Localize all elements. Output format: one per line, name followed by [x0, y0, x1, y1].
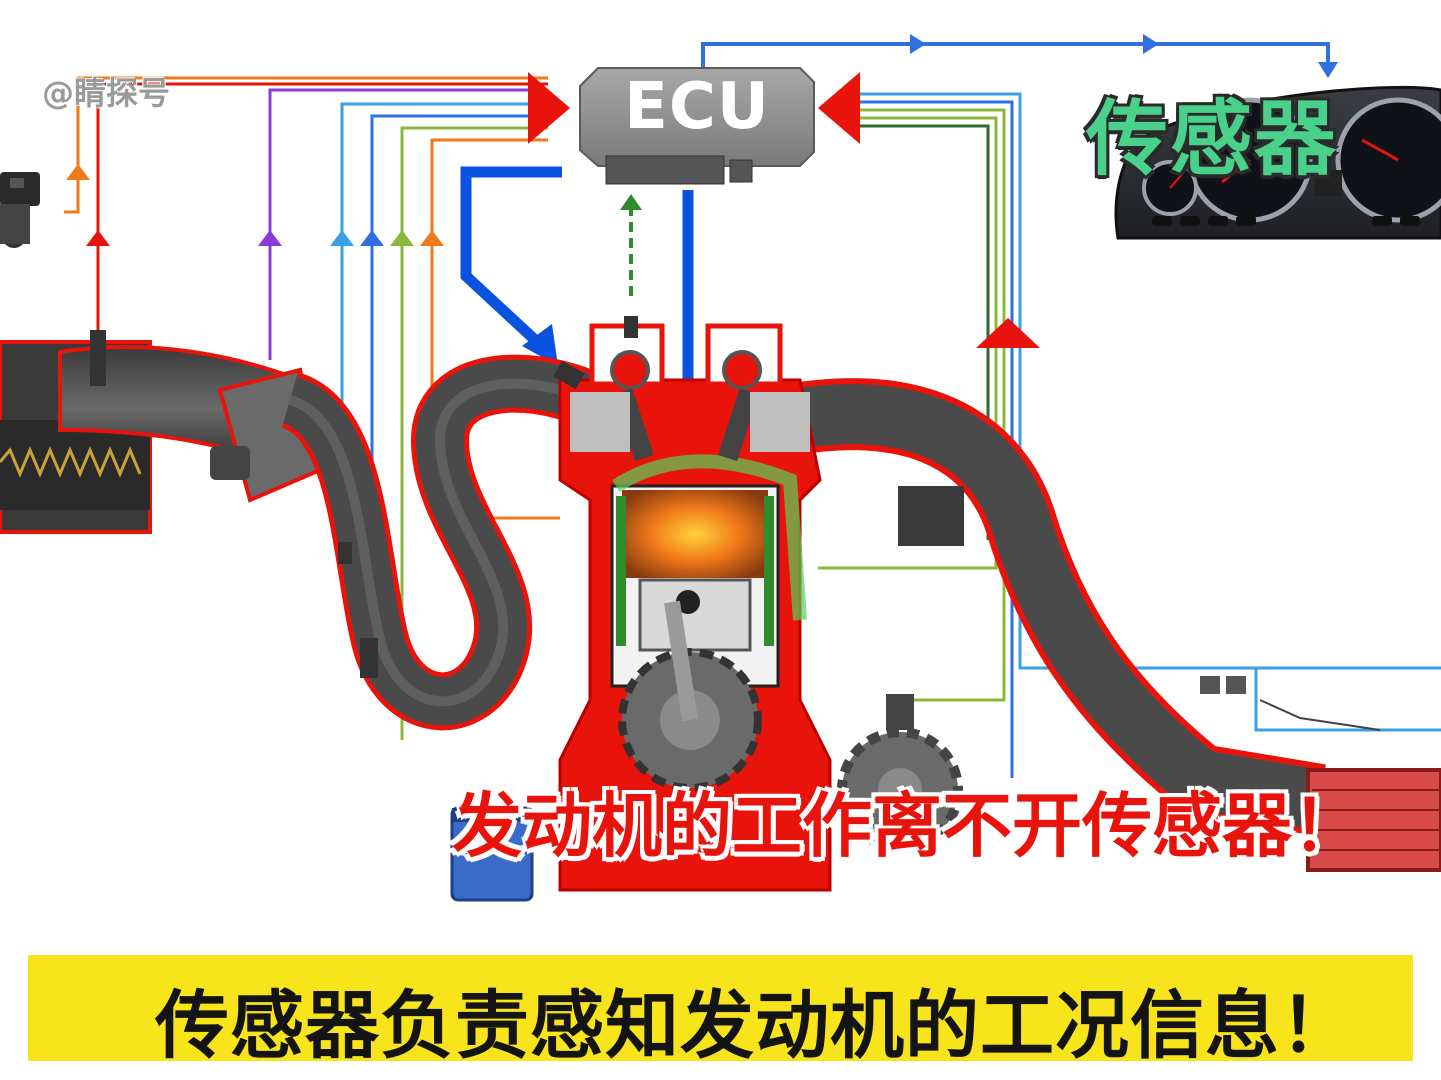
crank-gear	[837, 694, 963, 853]
ecu-label: ECU	[624, 70, 770, 144]
ecu-input-arrow-right	[818, 72, 860, 144]
oil-filter	[450, 806, 534, 902]
right-signal-lines	[818, 92, 1441, 778]
right-signal-arrow	[976, 318, 1040, 348]
engine-block	[558, 378, 832, 892]
exhaust-pipe	[783, 378, 1326, 836]
ecu-input-arrow-left	[528, 72, 570, 144]
radiator	[1306, 768, 1441, 872]
sensor-title: 传感器	[1086, 92, 1339, 187]
subtitle-bar	[28, 955, 1413, 1061]
left-signal-arrows	[66, 164, 444, 246]
red-caption: 发动机的工作离不开传感器！	[452, 785, 1362, 867]
subtitle-text: 传感器负责感知发动机的工况信息！	[155, 983, 1355, 1069]
ecu-unit	[579, 67, 815, 185]
instrument-cluster	[1114, 85, 1441, 240]
cylinder-head	[553, 316, 810, 462]
ecu-to-dashboard-line	[701, 34, 1338, 88]
air-intake	[0, 330, 323, 534]
right-sensors	[1200, 676, 1381, 731]
left-signal-lines	[64, 76, 560, 740]
map-sensor	[0, 172, 40, 248]
watermark: @睛探号	[42, 74, 171, 112]
intake-hose	[279, 354, 602, 731]
